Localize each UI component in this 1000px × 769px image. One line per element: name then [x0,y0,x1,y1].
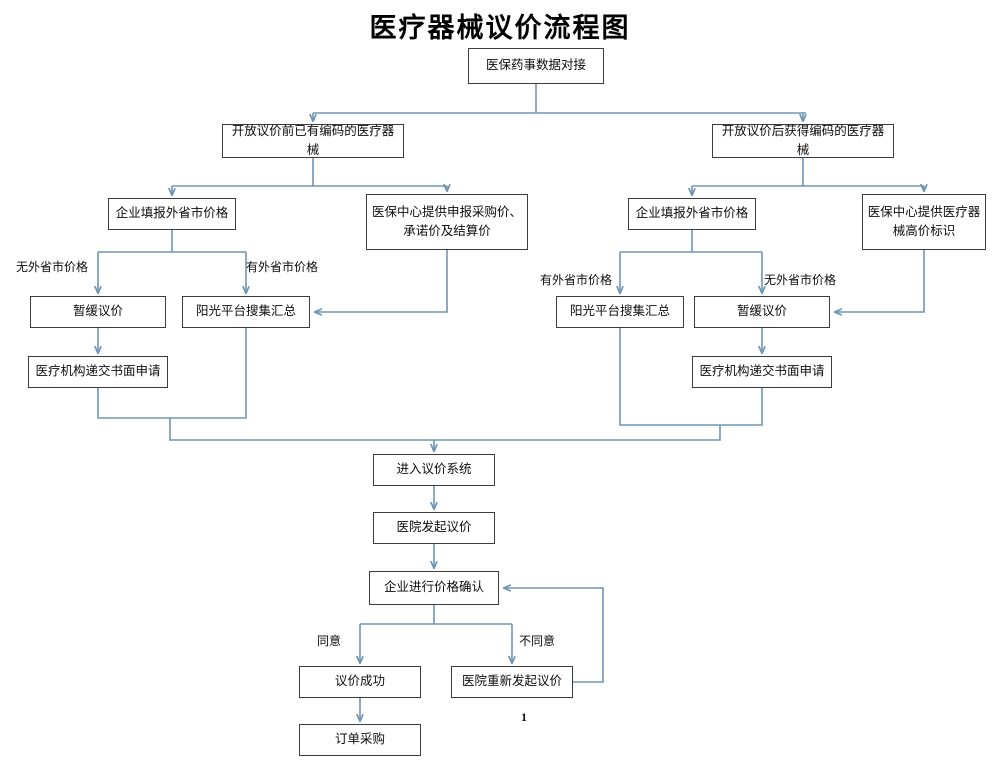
edge-label-right-no-outside-price: 无外省市价格 [764,273,837,287]
node-branch-right[interactable]: 开放议价后获得编码的医疗器械 [712,124,894,158]
node-right-written-request-label: 医疗机构递交书面申请 [699,364,825,379]
node-enter-system[interactable]: 进入议价系统 [373,454,495,486]
edge-leftinsurance-to-sunshine [315,250,448,312]
node-order-purchase-label: 订单采购 [334,732,385,747]
node-right-suspend-label: 暂缓议价 [736,304,787,319]
node-branch-left-label: 开放议价前已有编码的医疗器械 [231,123,395,157]
node-hospital-reinitiate-label: 医院重新发起议价 [461,674,562,689]
node-left-insurance-center-line1: 医保中心提供申报采购价、 [371,204,522,219]
page-number: 1 [521,710,527,724]
node-right-suspend[interactable]: 暂缓议价 [694,296,830,328]
node-hospital-initiate[interactable]: 医院发起议价 [373,512,495,544]
node-left-sunshine-label: 阳光平台搜集汇总 [195,304,296,319]
node-right-enterprise-price[interactable]: 企业填报外省市价格 [628,198,756,230]
node-right-sunshine[interactable]: 阳光平台搜集汇总 [556,296,684,328]
node-hospital-initiate-label: 医院发起议价 [396,520,472,535]
node-branch-left[interactable]: 开放议价前已有编码的医疗器械 [222,124,404,158]
node-hospital-reinitiate[interactable]: 医院重新发起议价 [451,666,573,698]
edge-reinitiate-feedback [504,588,604,683]
page-title: 医疗器械议价流程图 [369,13,631,43]
node-right-sunshine-label: 阳光平台搜集汇总 [569,304,670,319]
node-left-insurance-center-line2: 承诺价及结算价 [403,224,491,238]
node-right-insurance-center[interactable]: 医保中心提供医疗器 械高价标识 [862,194,986,250]
node-root-label: 医保药事数据对接 [485,58,586,73]
edge-right-merge-vertical [619,328,763,426]
node-left-suspend[interactable]: 暂缓议价 [30,296,166,328]
node-left-written-request[interactable]: 医疗机构递交书面申请 [28,356,168,388]
node-right-written-request[interactable]: 医疗机构递交书面申请 [692,356,832,388]
node-right-insurance-center-line2: 械高价标识 [892,224,956,238]
node-root[interactable]: 医保药事数据对接 [468,48,604,84]
edge-left-merge-vertical [97,328,247,419]
node-order-purchase[interactable]: 订单采购 [299,724,421,756]
node-negotiation-success[interactable]: 议价成功 [299,666,421,698]
node-negotiation-success-label: 议价成功 [334,674,385,689]
node-left-enterprise-price[interactable]: 企业填报外省市价格 [108,198,236,230]
node-enter-system-label: 进入议价系统 [396,462,472,477]
node-enterprise-confirm[interactable]: 企业进行价格确认 [369,571,499,605]
edge-left-merge-to-center [169,418,434,441]
edge-label-agree: 同意 [317,634,342,648]
node-right-insurance-center-body: 医保中心提供医疗器 械高价标识 [867,203,981,242]
edge-right-merge-to-center [434,425,721,441]
edge-rightinsurance-to-suspend [835,250,925,312]
node-left-sunshine[interactable]: 阳光平台搜集汇总 [182,296,310,328]
edge-label-left-has-outside-price: 有外省市价格 [246,260,319,274]
node-left-insurance-center[interactable]: 医保中心提供申报采购价、 承诺价及结算价 [366,194,528,250]
node-enterprise-confirm-label: 企业进行价格确认 [383,580,484,595]
edge-label-disagree: 不同意 [519,634,556,648]
node-left-insurance-center-body: 医保中心提供申报采购价、 承诺价及结算价 [371,203,523,242]
edge-label-right-has-outside-price: 有外省市价格 [540,273,613,287]
node-left-enterprise-price-label: 企业填报外省市价格 [115,206,229,221]
node-right-enterprise-price-label: 企业填报外省市价格 [635,206,749,221]
node-left-written-request-label: 医疗机构递交书面申请 [35,364,161,379]
node-left-suspend-label: 暂缓议价 [72,304,123,319]
node-branch-right-label: 开放议价后获得编码的医疗器械 [721,123,885,157]
node-right-insurance-center-line1: 医保中心提供医疗器 [867,204,981,219]
edge-label-left-no-outside-price: 无外省市价格 [16,260,89,274]
